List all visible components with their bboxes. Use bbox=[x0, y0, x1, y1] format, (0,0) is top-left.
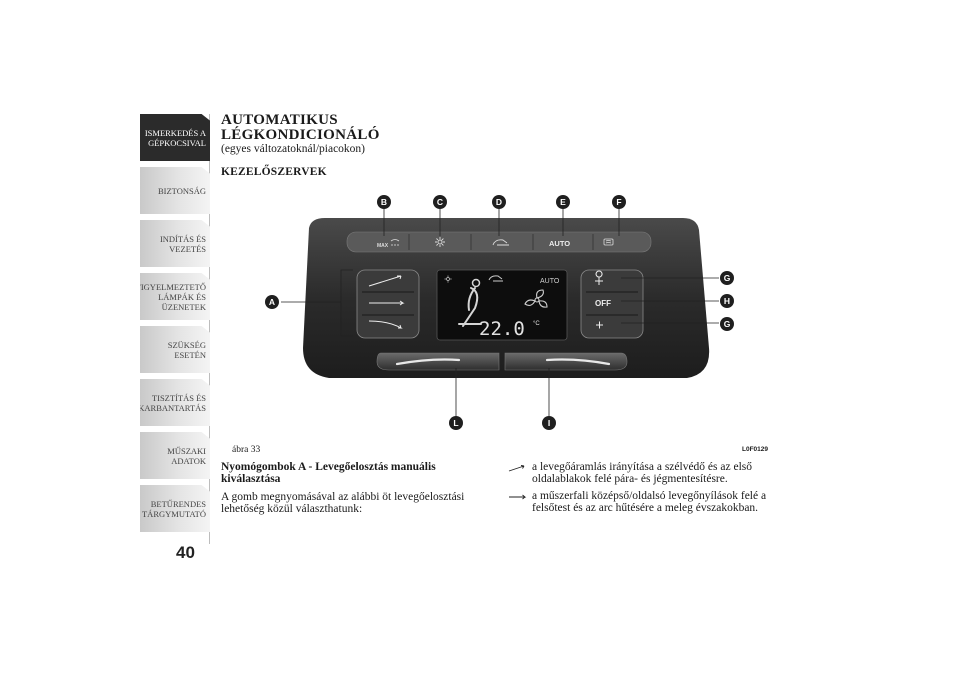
right-column: a levegőáramlás irányítása a szélvédő és… bbox=[508, 461, 778, 519]
display-recirculation-icon bbox=[488, 275, 503, 282]
tab-label: SZÜKSÉG ESETÉN bbox=[167, 339, 206, 360]
tab-label: INDÍTÁS ÉS VEZETÉS bbox=[159, 233, 206, 254]
list-item: a levegőáramlás irányítása a szélvédő és… bbox=[508, 461, 778, 485]
tab-szukseg[interactable]: SZÜKSÉG ESETÉN bbox=[140, 326, 210, 373]
svg-text:L: L bbox=[453, 418, 458, 428]
front-defrost-icon bbox=[390, 239, 400, 246]
callout-d bbox=[492, 195, 506, 209]
fan-speed-buttons bbox=[580, 269, 644, 339]
page-subtitle: (egyes változatoknál/piacokon) bbox=[221, 143, 366, 155]
callout-b bbox=[377, 195, 391, 209]
sun-icon bbox=[435, 237, 445, 247]
face-arrow-icon bbox=[369, 300, 405, 306]
fan-up-icon bbox=[595, 270, 603, 285]
recirculation-icon bbox=[492, 239, 509, 246]
windshield-airflow-icon bbox=[508, 465, 525, 472]
svg-text:B: B bbox=[381, 197, 387, 207]
left-column: Nyomógombok A - Levegőelosztás manuális … bbox=[221, 461, 486, 515]
tab-label: BIZTONSÁG bbox=[157, 185, 206, 196]
display-temperature: 22.0 bbox=[479, 318, 525, 340]
display-sun-icon bbox=[444, 275, 452, 283]
svg-text:G: G bbox=[724, 319, 731, 329]
list-item-text: a műszerfali középső/oldalsó levegőnyílá… bbox=[532, 490, 767, 514]
climate-display bbox=[436, 269, 568, 341]
rear-defrost-icon bbox=[603, 238, 614, 246]
svg-text:G: G bbox=[724, 273, 731, 283]
callout-h bbox=[720, 294, 734, 308]
callout-g-top bbox=[720, 271, 734, 285]
svg-text:E: E bbox=[560, 197, 566, 207]
callout-c bbox=[433, 195, 447, 209]
max-label: MAX bbox=[377, 243, 389, 249]
callout-l bbox=[449, 416, 463, 430]
title-line-1: AUTOMATIKUS bbox=[221, 112, 338, 128]
figure-caption: ábra 33 bbox=[232, 445, 261, 455]
svg-text:F: F bbox=[616, 197, 621, 207]
svg-text:H: H bbox=[724, 296, 730, 306]
display-fan-icon bbox=[524, 289, 548, 308]
tab-ismerkedes[interactable]: ISMERKEDÉS A GÉPKOCSIVAL bbox=[140, 114, 210, 161]
section-heading: KEZELŐSZERVEK bbox=[221, 166, 327, 178]
tab-tisztitas[interactable]: TISZTÍTÁS ÉS KARBANTARTÁS bbox=[140, 379, 210, 426]
left-paragraph: A gomb megnyomásával az alábbi öt levegő… bbox=[221, 491, 465, 515]
right-temperature-control bbox=[504, 352, 628, 371]
tab-muszaki[interactable]: MŰSZAKI ADATOK bbox=[140, 432, 210, 479]
callout-f bbox=[612, 195, 626, 209]
windshield-arrow-icon bbox=[368, 275, 402, 287]
svg-text:C: C bbox=[437, 197, 443, 207]
callout-a bbox=[265, 295, 279, 309]
figure-code: L0F0129 bbox=[742, 446, 769, 453]
tab-label: BETŰRENDES TÁRGYMUTATÓ bbox=[141, 498, 206, 519]
callout-g-bottom bbox=[720, 317, 734, 331]
tab-label: TISZTÍTÁS ÉS KARBANTARTÁS bbox=[138, 392, 207, 413]
list-item: a műszerfali középső/oldalsó levegőnyílá… bbox=[508, 490, 778, 514]
callout-badges: A B C D E F G H G L I bbox=[265, 195, 734, 430]
tab-targymutato[interactable]: BETŰRENDES TÁRGYMUTATÓ bbox=[140, 485, 210, 532]
tab-label: FIGYELMEZTETŐ LÁMPÁK ÉS ÜZENETEK bbox=[136, 281, 206, 312]
page-number: 40 bbox=[176, 543, 195, 562]
feet-arrow-icon bbox=[368, 320, 403, 329]
svg-text:A: A bbox=[269, 297, 275, 307]
callout-e bbox=[556, 195, 570, 209]
svg-text:I: I bbox=[548, 418, 550, 428]
callout-a-bracket bbox=[340, 269, 353, 337]
page-title: AUTOMATIKUS LÉGKONDICIONÁLÓ bbox=[221, 113, 380, 143]
tab-figyelmezteto[interactable]: FIGYELMEZTETŐ LÁMPÁK ÉS ÜZENETEK bbox=[140, 273, 210, 320]
callout-lines bbox=[383, 208, 719, 416]
chapter-sidebar: ISMERKEDÉS A GÉPKOCSIVAL BIZTONSÁG INDÍT… bbox=[140, 114, 210, 538]
climate-panel-figure: MAX AUTO AUTO 22.0 °C OFF bbox=[265, 195, 734, 430]
svg-text:D: D bbox=[496, 197, 502, 207]
left-temperature-control bbox=[376, 352, 500, 371]
tab-inditas[interactable]: INDÍTÁS ÉS VEZETÉS bbox=[140, 220, 210, 267]
off-button-label: OFF bbox=[595, 299, 611, 308]
sidebar-divider bbox=[209, 114, 210, 544]
display-auto-label: AUTO bbox=[540, 278, 560, 285]
tab-label: MŰSZAKI ADATOK bbox=[167, 445, 206, 466]
title-line-2: LÉGKONDICIONÁLÓ bbox=[221, 127, 380, 143]
dashboard-airflow-icon bbox=[509, 494, 527, 500]
display-unit: °C bbox=[533, 321, 540, 327]
tab-biztonsag[interactable]: BIZTONSÁG bbox=[140, 167, 210, 214]
callout-i bbox=[542, 416, 556, 430]
tab-label: ISMERKEDÉS A GÉPKOCSIVAL bbox=[144, 127, 206, 148]
list-item-text: a levegőáramlás irányítása a szélvédő és… bbox=[532, 461, 752, 485]
seated-person-icon bbox=[458, 287, 482, 327]
auto-button-label: AUTO bbox=[549, 239, 570, 248]
left-heading: Nyomógombok A - Levegőelosztás manuális … bbox=[221, 461, 436, 485]
fan-down-icon bbox=[596, 321, 603, 329]
